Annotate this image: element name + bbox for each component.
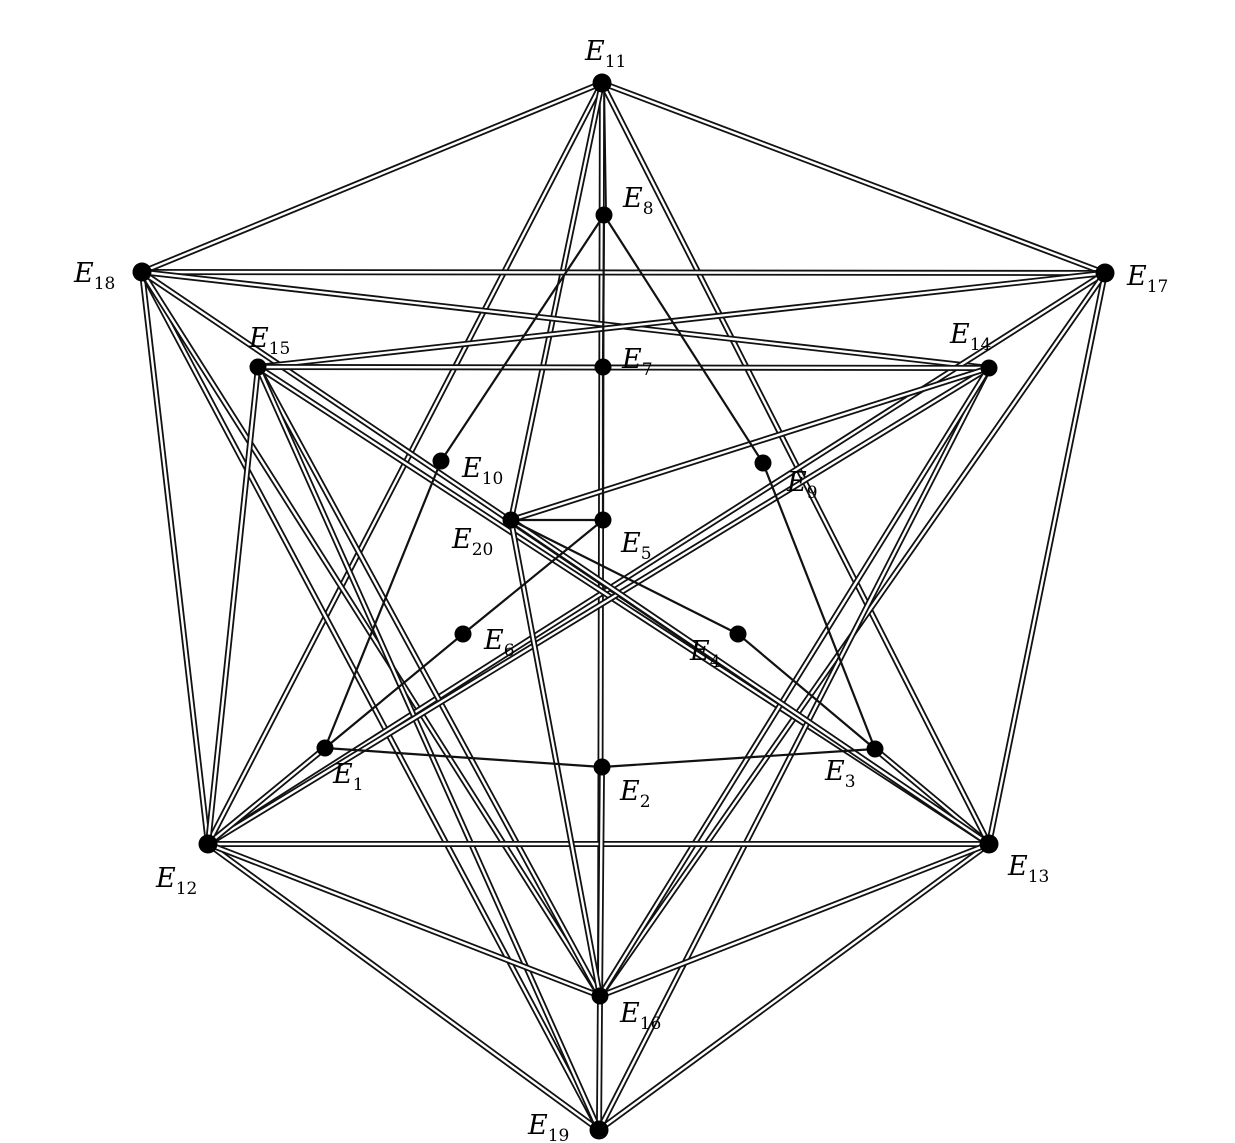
label-e15: E15 [248,323,290,359]
double-edge-e14-e12-gap [206,366,991,846]
edge-e9-e3 [761,461,877,751]
label-e18: E18 [73,258,115,294]
edge-e2-e3 [600,747,877,769]
double-edge-e14-e19-gap [597,366,991,1132]
edge-e4-e3 [736,632,877,751]
label-e4: E4 [689,636,721,672]
double-edge-e11-e17-gap [600,81,1107,275]
double-edge-e15-e12-gap [206,365,260,846]
label-e14: E14 [949,319,991,355]
node-e19 [589,1120,609,1140]
double-edge-e15-e16-gap [256,365,602,998]
node-e20 [502,511,520,529]
double-edge-e16-e2-gap [598,765,604,998]
node-e12 [198,834,218,854]
node-e8 [595,206,613,224]
label-e1: E1 [332,759,364,795]
double-edge-e15-e14-gap [256,365,991,370]
label-e8: E8 [622,183,654,219]
label-e6: E6 [483,625,515,661]
label-e2: E2 [619,776,651,812]
double-edge-e18-e17-gap [140,270,1107,275]
node-e6 [454,625,472,643]
node-e11 [592,73,612,93]
label-e3: E3 [824,756,856,792]
label-e17: E17 [1126,261,1168,297]
double-edge-e15-e19-gap [256,365,601,1132]
node-e9 [754,454,772,472]
double-edge-e17-e15-gap [256,271,1107,369]
node-e10 [432,452,450,470]
node-e13 [979,834,999,854]
edge-e1-e2 [323,746,604,769]
double-edge-e18-e19-gap [140,270,601,1132]
double-edge-e18-e14-gap [140,270,991,370]
edge-e10-e1 [323,459,443,750]
double-edge-e11-e20-gap [509,81,604,522]
node-e18 [132,262,152,282]
label-e12: E12 [155,863,197,899]
label-e10: E10 [461,453,503,489]
node-e16 [591,987,609,1005]
edge-e6-e1 [323,632,465,750]
double-edge-e13-e16-gap [598,842,991,998]
edge-e5-e6 [461,518,605,636]
double-edge-e12-e19-gap [206,842,601,1132]
node-e1 [316,739,334,757]
edge-e8-e10 [439,213,606,463]
node-e2 [593,758,611,776]
double-edge-e18-e12-gap [140,270,210,846]
edge-e8-e7 [601,213,606,369]
node-e17 [1095,263,1115,283]
node-e5 [594,511,612,529]
double-edge-e13-e19-gap [597,842,991,1132]
double-edge-e17-e13-gap [987,271,1107,846]
double-edge-e13-e20-gap [509,518,991,846]
label-e13: E13 [1007,851,1049,887]
edge-e8-e9 [602,213,765,465]
label-e20: E20 [451,524,493,560]
label-e11: E11 [584,36,626,72]
node-e15 [249,358,267,376]
node-e3 [866,740,884,758]
edge-e20-e4 [509,518,740,636]
label-e19: E19 [527,1110,569,1143]
nodes [132,73,1115,1140]
node-e7 [594,358,612,376]
double-edge-e12-e16-gap [206,842,602,998]
double-edge-e19-e16-gap [597,994,602,1132]
double-edge-e20-e16-gap [509,518,602,998]
double-edge-e11-e13-gap [600,81,991,846]
label-e7: E7 [621,344,653,380]
node-e14 [980,359,998,377]
label-e5: E5 [620,528,652,564]
single-edges [323,213,877,769]
label-e9: E9 [786,467,818,503]
double-edges [139,80,1108,1133]
node-e4 [729,625,747,643]
double-edge-e12-e1-gap [206,746,327,846]
double-edge-e11-e18-gap [140,81,604,274]
label-e16: E16 [619,998,661,1034]
